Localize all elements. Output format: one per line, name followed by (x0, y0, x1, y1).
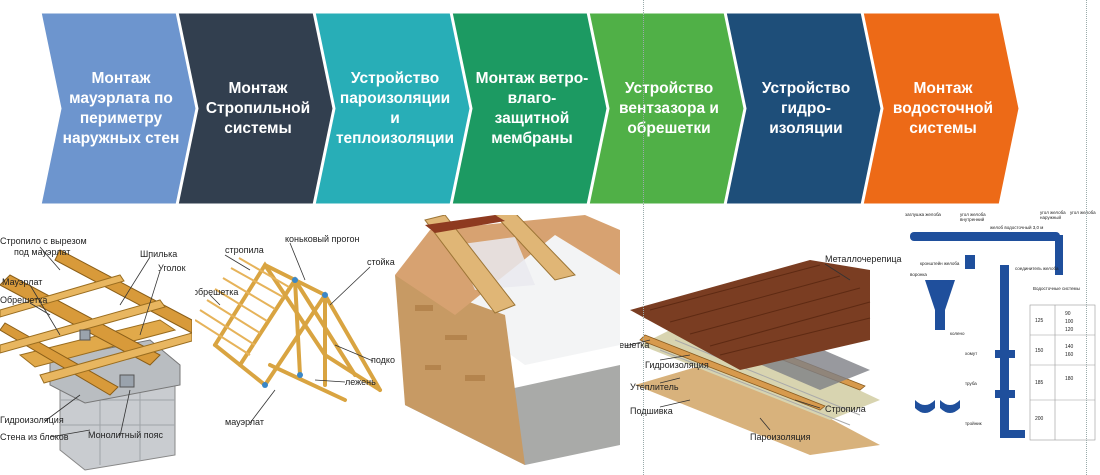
table-val-160: 160 (1065, 352, 1074, 358)
mauerlat-label-5: Мауэрлат (2, 277, 42, 287)
mauerlat-label-9: Монолитный пояс (88, 430, 164, 440)
step-chevron-7 (860, 10, 1022, 205)
mauerlat-label-6: Обрешетка (0, 295, 47, 305)
table-val-120: 120 (1065, 327, 1074, 333)
gutter-label-1: заглушка желоба (905, 212, 941, 217)
gutter-label-10: воронка (910, 272, 927, 277)
table-diam-150: 150 (1035, 348, 1044, 354)
gutter-label-3: внутренний (960, 216, 985, 222)
mauerlat-label-7: Гидроизоляция (0, 415, 64, 425)
table-diam-200: 200 (1035, 416, 1044, 422)
step-label-3: Устройство пароизоляции и теплоизоляции (335, 69, 455, 147)
gutter-label-11: колено (950, 331, 965, 336)
membrane-label-5: Подшивка (630, 406, 673, 416)
step-label-4: Монтаж ветро- влаго- защитной мембраны (475, 69, 589, 147)
step-label-2: Монтаж Стропильной системы (205, 79, 311, 137)
process-chevrons (38, 10, 1022, 205)
gutter-label-9: кронштейн желоба (920, 260, 960, 266)
gutter-label-14: тройник (965, 420, 982, 426)
step-label-1: Монтаж мауэрлата по периметру наружных с… (62, 69, 180, 147)
membrane-label-4: Утеплитель (630, 382, 679, 392)
gutter-label-2: угол желоба (960, 212, 986, 217)
step-label-6: Устройство гидро- изоляции (761, 79, 851, 137)
illustration-insulation (395, 215, 620, 475)
rafters-label-5: подкос (371, 355, 395, 365)
step-label-7: Монтаж водосточной системы (892, 79, 994, 137)
membrane-label-7: Пароизоляция (750, 432, 811, 442)
step-label-5: Устройство вентзазора и обрешетки (619, 79, 719, 137)
illustration-mauerlat: Стропило с вырезом под мауэрлат Шпилька … (0, 225, 192, 475)
mauerlat-label-3: Шпилька (140, 249, 177, 259)
gutter-label-8: соединитель желоба (1015, 266, 1059, 271)
membrane-label-1: Металлочерепица (825, 254, 902, 264)
rafters-label-2: коньковый прогон (285, 234, 359, 244)
mauerlat-label-4: Уголок (158, 263, 186, 273)
membrane-label-6: Стропила (825, 404, 866, 414)
rafters-label-7: мауэрлат (225, 417, 264, 427)
gutter-label-12: хомут (965, 351, 977, 356)
rafters-label-6: лежень (345, 377, 376, 387)
gutter-label-6: угол желоба (1070, 210, 1096, 215)
table-val-90: 90 (1065, 311, 1071, 317)
gutter-label-15: Водосточные системы (1033, 286, 1080, 291)
table-val-180: 180 (1065, 376, 1074, 382)
mauerlat-label-2: под мауэрлат (14, 247, 70, 257)
illustration-rafters: стропила коньковый прогон стойка обрешет… (195, 225, 395, 475)
illustration-gutter: заглушка желоба угол желоба внутренний у… (905, 210, 1100, 475)
gutter-label-5: наружный (1040, 214, 1061, 220)
table-diam-185: 185 (1035, 380, 1044, 386)
mauerlat-label-8: Стена из блоков (0, 432, 69, 442)
table-val-100: 100 (1065, 319, 1074, 325)
rafters-label-1: стропила (225, 245, 264, 255)
illustration-membrane: Металлочерепица Обрешетка Гидроизоляция … (620, 250, 910, 475)
membrane-label-3: Гидроизоляция (645, 360, 709, 370)
rafters-label-3: стойка (367, 257, 395, 267)
gutter-label-4: угол желоба (1040, 210, 1066, 215)
table-diam-125: 125 (1035, 318, 1044, 324)
separator-2 (1086, 0, 1087, 475)
gutter-label-13: труба (965, 381, 977, 386)
membrane-label-2: Обрешетка (620, 340, 649, 350)
rafters-label-4: обрешетка (195, 287, 238, 297)
mauerlat-label-1: Стропило с вырезом (0, 236, 87, 246)
separator-1 (643, 0, 644, 475)
gutter-label-7: желоб водосточный 3,0 м (990, 224, 1043, 230)
table-val-140: 140 (1065, 344, 1074, 350)
